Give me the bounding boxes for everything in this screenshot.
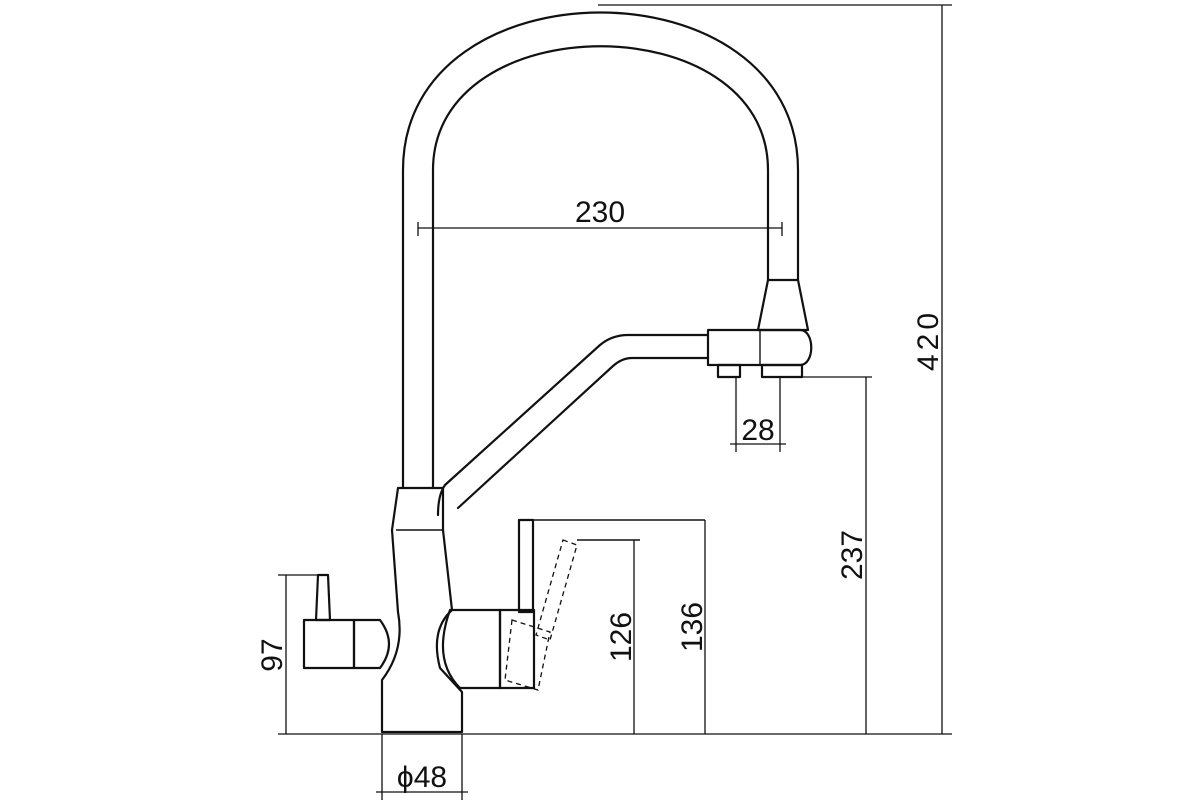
gooseneck-hose-inner (431, 45, 770, 490)
mixer-handle-cap (352, 618, 391, 670)
dim-230-label: 230 (575, 196, 625, 229)
dim-48-label: ϕ48 (397, 761, 447, 794)
dim-237-label: 237 (836, 530, 869, 580)
faucet-outline (278, 11, 952, 735)
mixer-handle-stem (314, 573, 332, 622)
dim-420-label: 420 (912, 309, 945, 371)
filter-handle-lever (517, 518, 535, 614)
faucet-body (380, 486, 464, 734)
dim-97-label: 97 (256, 638, 289, 671)
spout-head (756, 278, 810, 332)
dim-136-label: 136 (676, 602, 709, 652)
mixer-handle-hub (302, 618, 356, 670)
mixed-water-outlet (760, 363, 804, 379)
dim-28-label: 28 (741, 414, 774, 447)
filter-spout-arm-lower (456, 356, 710, 510)
filter-handle-hub (441, 608, 502, 690)
gooseneck-hose-outer (401, 11, 800, 490)
filter-handle-alt-coupling (504, 619, 551, 691)
dim-126-label: 126 (605, 612, 638, 662)
filter-handle-coupling (498, 608, 536, 690)
filter-handle-alt-position (535, 539, 578, 641)
dimension-lines: 420 230 28 237 136 126 97 ϕ48 (256, 4, 952, 800)
filter-water-outlet (716, 363, 742, 379)
filter-spout-arm (436, 333, 710, 517)
